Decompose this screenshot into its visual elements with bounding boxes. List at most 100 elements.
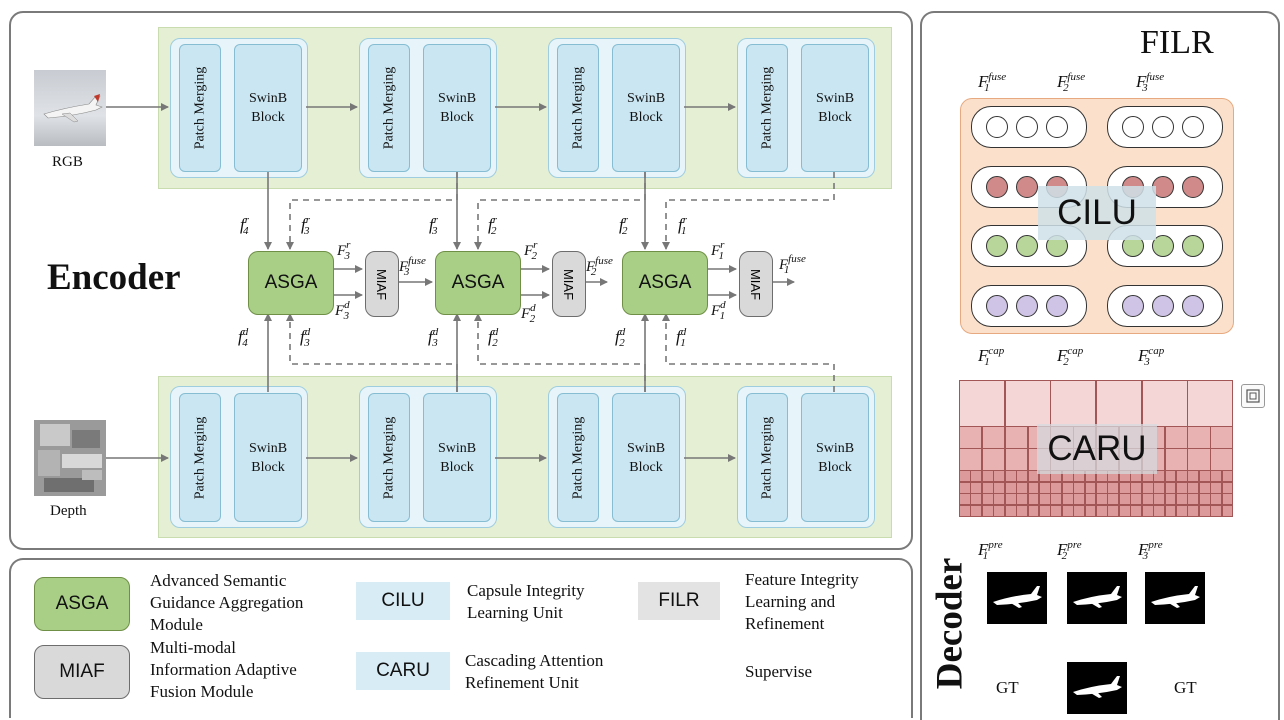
var-F3cap: Fcap3	[1138, 345, 1165, 368]
var-f2r-1: fr2	[488, 214, 498, 237]
caru-cell	[1221, 470, 1234, 482]
legend-supervise-text: Supervise	[745, 662, 813, 681]
asga-label: ASGA	[638, 272, 692, 293]
swin-label-line2: Block	[629, 110, 663, 125]
capsule-node	[1182, 295, 1204, 317]
swin-label-line2: Block	[818, 110, 852, 125]
caru-cell	[1175, 493, 1188, 505]
asga-block-2: ASGA	[435, 251, 521, 315]
capsule-node	[1122, 295, 1144, 317]
capsule-node	[986, 116, 1008, 138]
rgb-label: RGB	[52, 154, 83, 170]
caru-cell	[1130, 504, 1143, 517]
capsule-node	[1152, 295, 1174, 317]
caru-cell	[1198, 504, 1211, 517]
caru-cell	[970, 504, 983, 517]
caru-cell	[1164, 493, 1177, 505]
capsule-node	[986, 295, 1008, 317]
caru-cell	[981, 504, 994, 517]
caru-cell	[1210, 470, 1223, 482]
caru-cell	[993, 504, 1006, 517]
cilu-label: CILU	[1038, 186, 1156, 240]
caru-cell	[1004, 504, 1017, 517]
rgb-patch-merging-3: Patch Merging	[557, 44, 599, 172]
depth-map-icon	[34, 420, 106, 496]
swin-label-line1: SwinB	[815, 91, 855, 106]
caru-cell	[959, 426, 983, 449]
caru-cell	[1221, 481, 1234, 494]
caru-cell	[1004, 493, 1017, 505]
caru-cell	[1096, 504, 1108, 517]
capsule-node	[1182, 235, 1204, 257]
gt-label-left: GT	[996, 678, 1019, 697]
var-F1d: Fd1	[711, 299, 726, 322]
caru-cell	[1210, 481, 1223, 494]
caru-cell	[1118, 481, 1131, 494]
caru-cell	[1164, 426, 1188, 449]
caru-cell	[1084, 481, 1097, 494]
caru-cell	[1187, 426, 1211, 449]
caru-cell	[959, 504, 971, 517]
var-f1d: fd1	[676, 326, 687, 349]
capsule-node	[1152, 116, 1174, 138]
swin-label-line2: Block	[818, 459, 852, 475]
depth-patch-merging-4: Patch Merging	[746, 393, 788, 522]
caru-cell	[1016, 481, 1028, 494]
caru-cell	[1061, 504, 1074, 517]
swin-label-line1: SwinB	[626, 91, 666, 106]
depth-patch-merging-1: Patch Merging	[179, 393, 221, 522]
swin-label-line2: Block	[629, 459, 663, 475]
swin-label-line1: SwinB	[248, 91, 288, 106]
caru-cell	[1050, 380, 1097, 427]
caru-cell	[1187, 481, 1200, 494]
legend-miaf-box: MIAF	[34, 645, 130, 699]
var-f2d-2: fd2	[615, 326, 626, 349]
caru-cell	[970, 481, 983, 494]
swin-label-line2: Block	[251, 110, 285, 125]
caru-cell	[1027, 481, 1040, 494]
caru-cell	[1073, 481, 1086, 494]
caru-cell	[1210, 448, 1234, 471]
caru-cell	[1004, 380, 1051, 427]
depth-label: Depth	[50, 503, 87, 519]
rgb-swin-block-4: SwinB Block	[801, 44, 869, 172]
caru-cell	[1164, 504, 1177, 517]
miaf-label: MIAF	[748, 268, 764, 300]
caru-cell	[1164, 448, 1188, 471]
var-F3d: Fd3	[335, 299, 350, 322]
airplane-photo-icon	[43, 94, 103, 123]
caru-cell	[1141, 493, 1154, 505]
caru-cell	[993, 493, 1006, 505]
capsule-node	[986, 235, 1008, 257]
caru-cell	[1038, 481, 1051, 494]
swin-label-line1: SwinB	[437, 91, 477, 106]
capsule-purple-1	[971, 285, 1087, 327]
caru-cell	[1050, 481, 1063, 494]
capsule-node	[1016, 116, 1038, 138]
caru-cell	[1210, 504, 1223, 517]
var-F1r: Fr1	[711, 239, 725, 262]
asga-label: ASGA	[264, 272, 318, 293]
caru-cell	[959, 380, 1006, 427]
var-F3fuse-filr: Ffuse3	[1136, 71, 1165, 94]
miaf-block-1: MIAF	[365, 251, 399, 317]
legend-panel	[9, 558, 913, 718]
asga-block-1: ASGA	[248, 251, 334, 315]
capsule-node	[986, 176, 1008, 198]
screenshot-icon[interactable]	[1241, 384, 1265, 408]
capsule-node	[1152, 235, 1174, 257]
airplane-silhouette-icon	[993, 586, 1042, 608]
rgb-swin-block-3: SwinB Block	[612, 44, 680, 172]
rgb-input-image	[34, 70, 106, 146]
var-f4d: fd4	[238, 326, 249, 349]
var-f3d-2: fd3	[428, 326, 439, 349]
var-F1fuse: Ffuse1	[779, 253, 806, 276]
caru-cell	[1016, 504, 1028, 517]
rgb-swin-block-1: SwinB Block	[234, 44, 302, 172]
